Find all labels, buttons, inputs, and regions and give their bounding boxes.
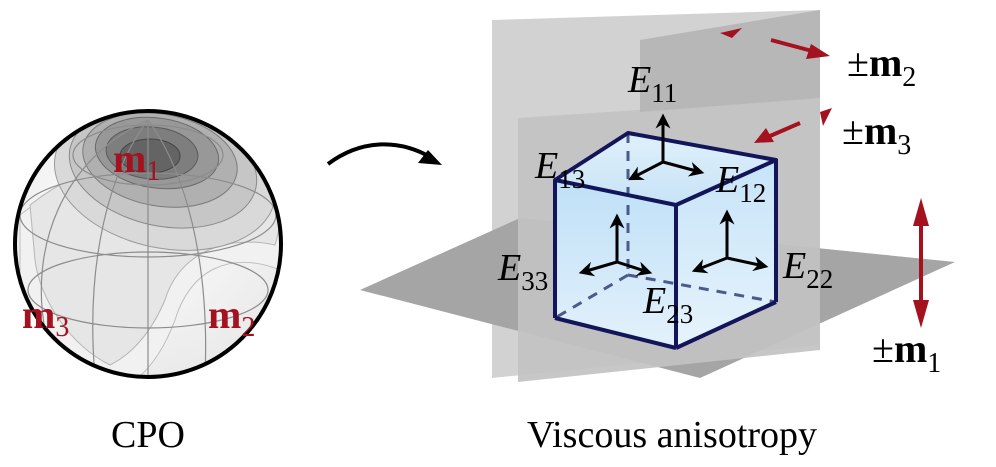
tensor-labels: E11 E13 E12 E33 E22 E23 <box>497 59 833 329</box>
label-pm-m3: ±m3 <box>842 108 911 161</box>
sphere-label-m2: m2 <box>208 292 255 343</box>
sphere-label-m3: m3 <box>22 292 69 343</box>
label-E33: E33 <box>497 247 548 296</box>
label-E23: E23 <box>642 280 693 329</box>
axis-labels: ±m2 ±m3 ±m1 <box>842 40 941 379</box>
orientation-density-contours <box>19 111 281 377</box>
tripod-front <box>578 213 653 277</box>
transition-arrow <box>326 142 434 166</box>
cube-hidden-edges <box>554 133 777 320</box>
label-E12: E12 <box>715 159 766 208</box>
tripod-side <box>691 209 769 274</box>
cube-edges <box>553 131 778 350</box>
arrow-m2 <box>720 28 830 59</box>
stress-tripods <box>578 113 769 277</box>
cpo-sphere <box>13 109 283 379</box>
tripod-top <box>628 113 705 181</box>
label-pm-m1: ±m1 <box>872 326 941 379</box>
sphere-label-m1: m1 <box>113 136 160 187</box>
sphere-graticule <box>19 119 277 377</box>
label-E11: E11 <box>627 59 677 108</box>
eigenvector-arrows <box>720 28 929 328</box>
sphere-axis-labels: m1 m3 m2 <box>22 136 255 343</box>
label-E13: E13 <box>534 145 585 194</box>
transition-arrowhead <box>418 150 442 165</box>
arrow-m1 <box>913 198 929 328</box>
cpo-caption: CPO <box>111 414 185 456</box>
label-pm-m2: ±m2 <box>847 40 916 93</box>
viscous-anisotropy-caption: Viscous anisotropy <box>527 414 817 456</box>
label-E22: E22 <box>782 245 833 294</box>
arrow-m3 <box>754 108 832 143</box>
